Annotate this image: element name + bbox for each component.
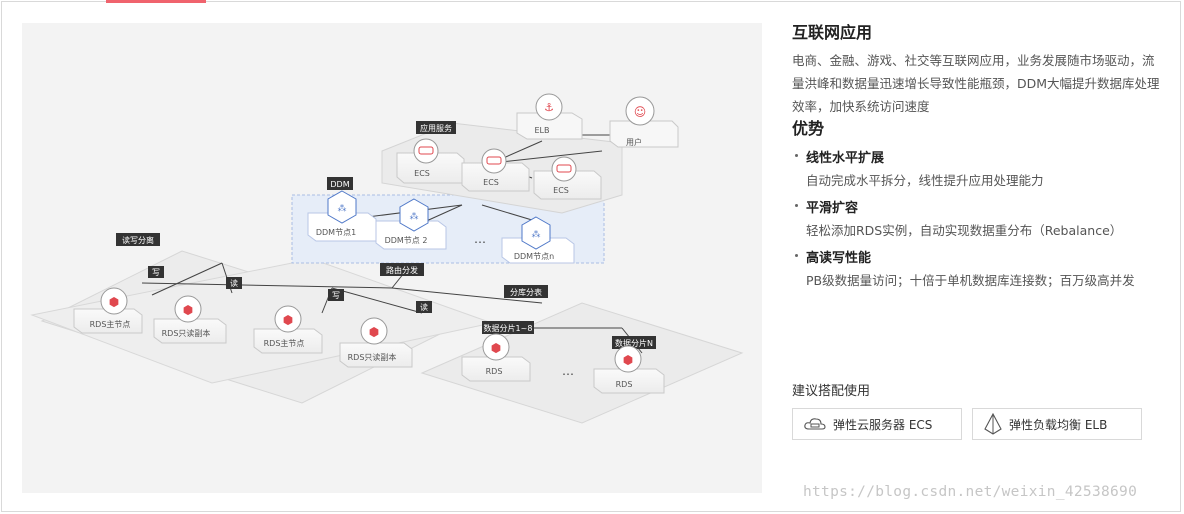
rds-shard-1: ⬢ RDS	[461, 333, 531, 382]
recommend-title: 建议搭配使用	[792, 384, 871, 399]
svg-text:读: 读	[230, 278, 238, 288]
watermark: https://blog.csdn.net/weixin_42538690	[803, 484, 1138, 500]
rds-master-2: ⬢ RDS主节点	[253, 305, 323, 354]
rds-replica-2: ⬢ RDS只读副本	[339, 317, 413, 368]
advantage-item: 线性水平扩展 自动完成水平拆分，线性提升应用处理能力	[792, 148, 1164, 192]
shard1-tag: 数据分片1~8	[482, 321, 534, 334]
scenario-description: 电商、金融、游戏、社交等互联网应用，业务发展随市场驱动，流量洪峰和数据量迅速增长…	[792, 53, 1160, 114]
svg-text:ECS: ECS	[483, 178, 499, 187]
user-label: 用户	[626, 137, 642, 147]
recommend-ecs-button[interactable]: 弹性云服务器 ECS	[792, 408, 962, 440]
active-tab-indicator	[106, 0, 206, 3]
write-tag-2: 写	[328, 289, 344, 301]
write-tag-1: 写	[148, 266, 164, 278]
ecs-icon	[418, 146, 434, 155]
svg-text:DDM节点 2: DDM节点 2	[385, 236, 428, 245]
rds-icon: ⬢	[369, 325, 379, 339]
rds-replica-1: ⬢ RDS只读副本	[153, 295, 227, 344]
svg-text:路由分发: 路由分发	[386, 265, 418, 275]
ddm-icon: ⁂	[410, 211, 419, 222]
ddm-ellipsis: …	[474, 232, 486, 246]
svg-text:分库分表: 分库分表	[510, 287, 542, 297]
svg-text:RDS: RDS	[486, 367, 503, 376]
advantage-name: 平滑扩容	[792, 198, 1164, 220]
ddm-icon: ⁂	[338, 203, 347, 214]
advantage-desc: 自动完成水平拆分，线性提升应用处理能力	[806, 173, 1044, 188]
advantage-item: 平滑扩容 轻松添加RDS实例，自动实现数据重分布（Rebalance）	[792, 198, 1164, 242]
rds-icon: ⬢	[109, 295, 119, 309]
cloud-server-icon	[804, 418, 826, 430]
svg-text:数据分片N: 数据分片N	[615, 338, 653, 348]
read-tag-2: 读	[416, 301, 432, 313]
svg-text:DDM节点1: DDM节点1	[316, 228, 356, 237]
recommend-elb-label: 弹性负载均衡 ELB	[1009, 417, 1108, 432]
advantage-name: 线性水平扩展	[792, 148, 1164, 170]
svg-text:DDM节点n: DDM节点n	[514, 252, 554, 261]
svg-text:读: 读	[420, 302, 428, 312]
svg-text:写: 写	[332, 291, 340, 300]
scenario-info: 互联网应用 电商、金融、游戏、社交等互联网应用，业务发展随市场驱动，流量洪峰和数…	[792, 22, 1164, 298]
ecs-icon	[556, 164, 572, 173]
rds-icon: ⬢	[183, 303, 193, 317]
recommend-elb-button[interactable]: 弹性负载均衡 ELB	[972, 408, 1142, 440]
advantage-item: 高读写性能 PB级数据量访问；十倍于单机数据库连接数；百万级高并发	[792, 248, 1164, 292]
svg-text:数据分片1~8: 数据分片1~8	[484, 323, 533, 333]
svg-text:RDS主节点: RDS主节点	[264, 338, 305, 348]
rds-master-1: ⬢ RDS主节点	[73, 287, 143, 334]
route-tag: 路由分发	[380, 263, 424, 276]
rds-icon: ⬢	[623, 353, 633, 367]
advantage-desc: PB级数据量访问；十倍于单机数据库连接数；百万级高并发	[806, 273, 1135, 288]
user-node: ☺ 用户	[609, 96, 679, 148]
ddm-node-n: ⁂ DDM节点n	[501, 216, 575, 264]
elb-label: ELB	[535, 126, 550, 135]
rds-icon: ⬢	[283, 313, 293, 327]
scenario-title: 互联网应用	[792, 23, 873, 42]
advantages-title: 优势	[792, 119, 825, 138]
architecture-diagram-svg: ⚓ ELB ☺ 用户 应用服务 ECS ECS	[30, 93, 744, 424]
advantage-name: 高读写性能	[792, 248, 1164, 270]
svg-text:ECS: ECS	[414, 169, 430, 178]
load-balancer-icon	[984, 413, 1002, 435]
ecs-node-2: ECS	[461, 148, 530, 192]
advantage-desc: 轻松添加RDS实例，自动实现数据重分布（Rebalance）	[806, 223, 1123, 238]
svg-text:DDM: DDM	[330, 180, 349, 189]
svg-text:RDS只读副本: RDS只读副本	[162, 328, 211, 338]
rds-shard-n: ⬢ RDS	[593, 345, 665, 394]
svg-text:RDS: RDS	[616, 380, 633, 389]
svg-text:应用服务: 应用服务	[420, 123, 452, 133]
svg-text:RDS只读副本: RDS只读副本	[348, 352, 397, 362]
svg-text:ECS: ECS	[553, 186, 569, 195]
svg-text:写: 写	[152, 268, 160, 277]
recommend-ecs-label: 弹性云服务器 ECS	[833, 417, 933, 432]
svg-text:RDS主节点: RDS主节点	[90, 319, 131, 329]
user-icon: ☺	[634, 105, 647, 119]
elb-node: ⚓ ELB	[516, 93, 583, 140]
svg-text:读写分离: 读写分离	[122, 235, 154, 245]
ddm-node-2: ⁂ DDM节点 2	[375, 198, 447, 250]
elb-icon: ⚓	[544, 101, 554, 114]
rw-split-tag: 读写分离	[116, 233, 160, 246]
architecture-diagram: ⚓ ELB ☺ 用户 应用服务 ECS ECS	[22, 23, 762, 493]
ecs-node-1: ECS	[396, 138, 465, 184]
ddm-icon: ⁂	[532, 229, 541, 240]
ddm-node-1: ⁂ DDM节点1	[307, 190, 377, 242]
shard-tag: 分库分表	[504, 285, 548, 298]
shardn-tag: 数据分片N	[612, 336, 656, 349]
advantages-list: 线性水平扩展 自动完成水平拆分，线性提升应用处理能力 平滑扩容 轻松添加RDS实…	[792, 148, 1164, 292]
read-tag-1: 读	[226, 277, 242, 289]
ddm-tag: DDM	[327, 177, 353, 190]
shard-ellipsis: …	[562, 364, 574, 378]
ecs-icon	[486, 156, 502, 165]
rds-icon: ⬢	[491, 341, 501, 355]
app-service-tag: 应用服务	[416, 121, 456, 134]
ecs-node-3: ECS	[533, 156, 602, 200]
